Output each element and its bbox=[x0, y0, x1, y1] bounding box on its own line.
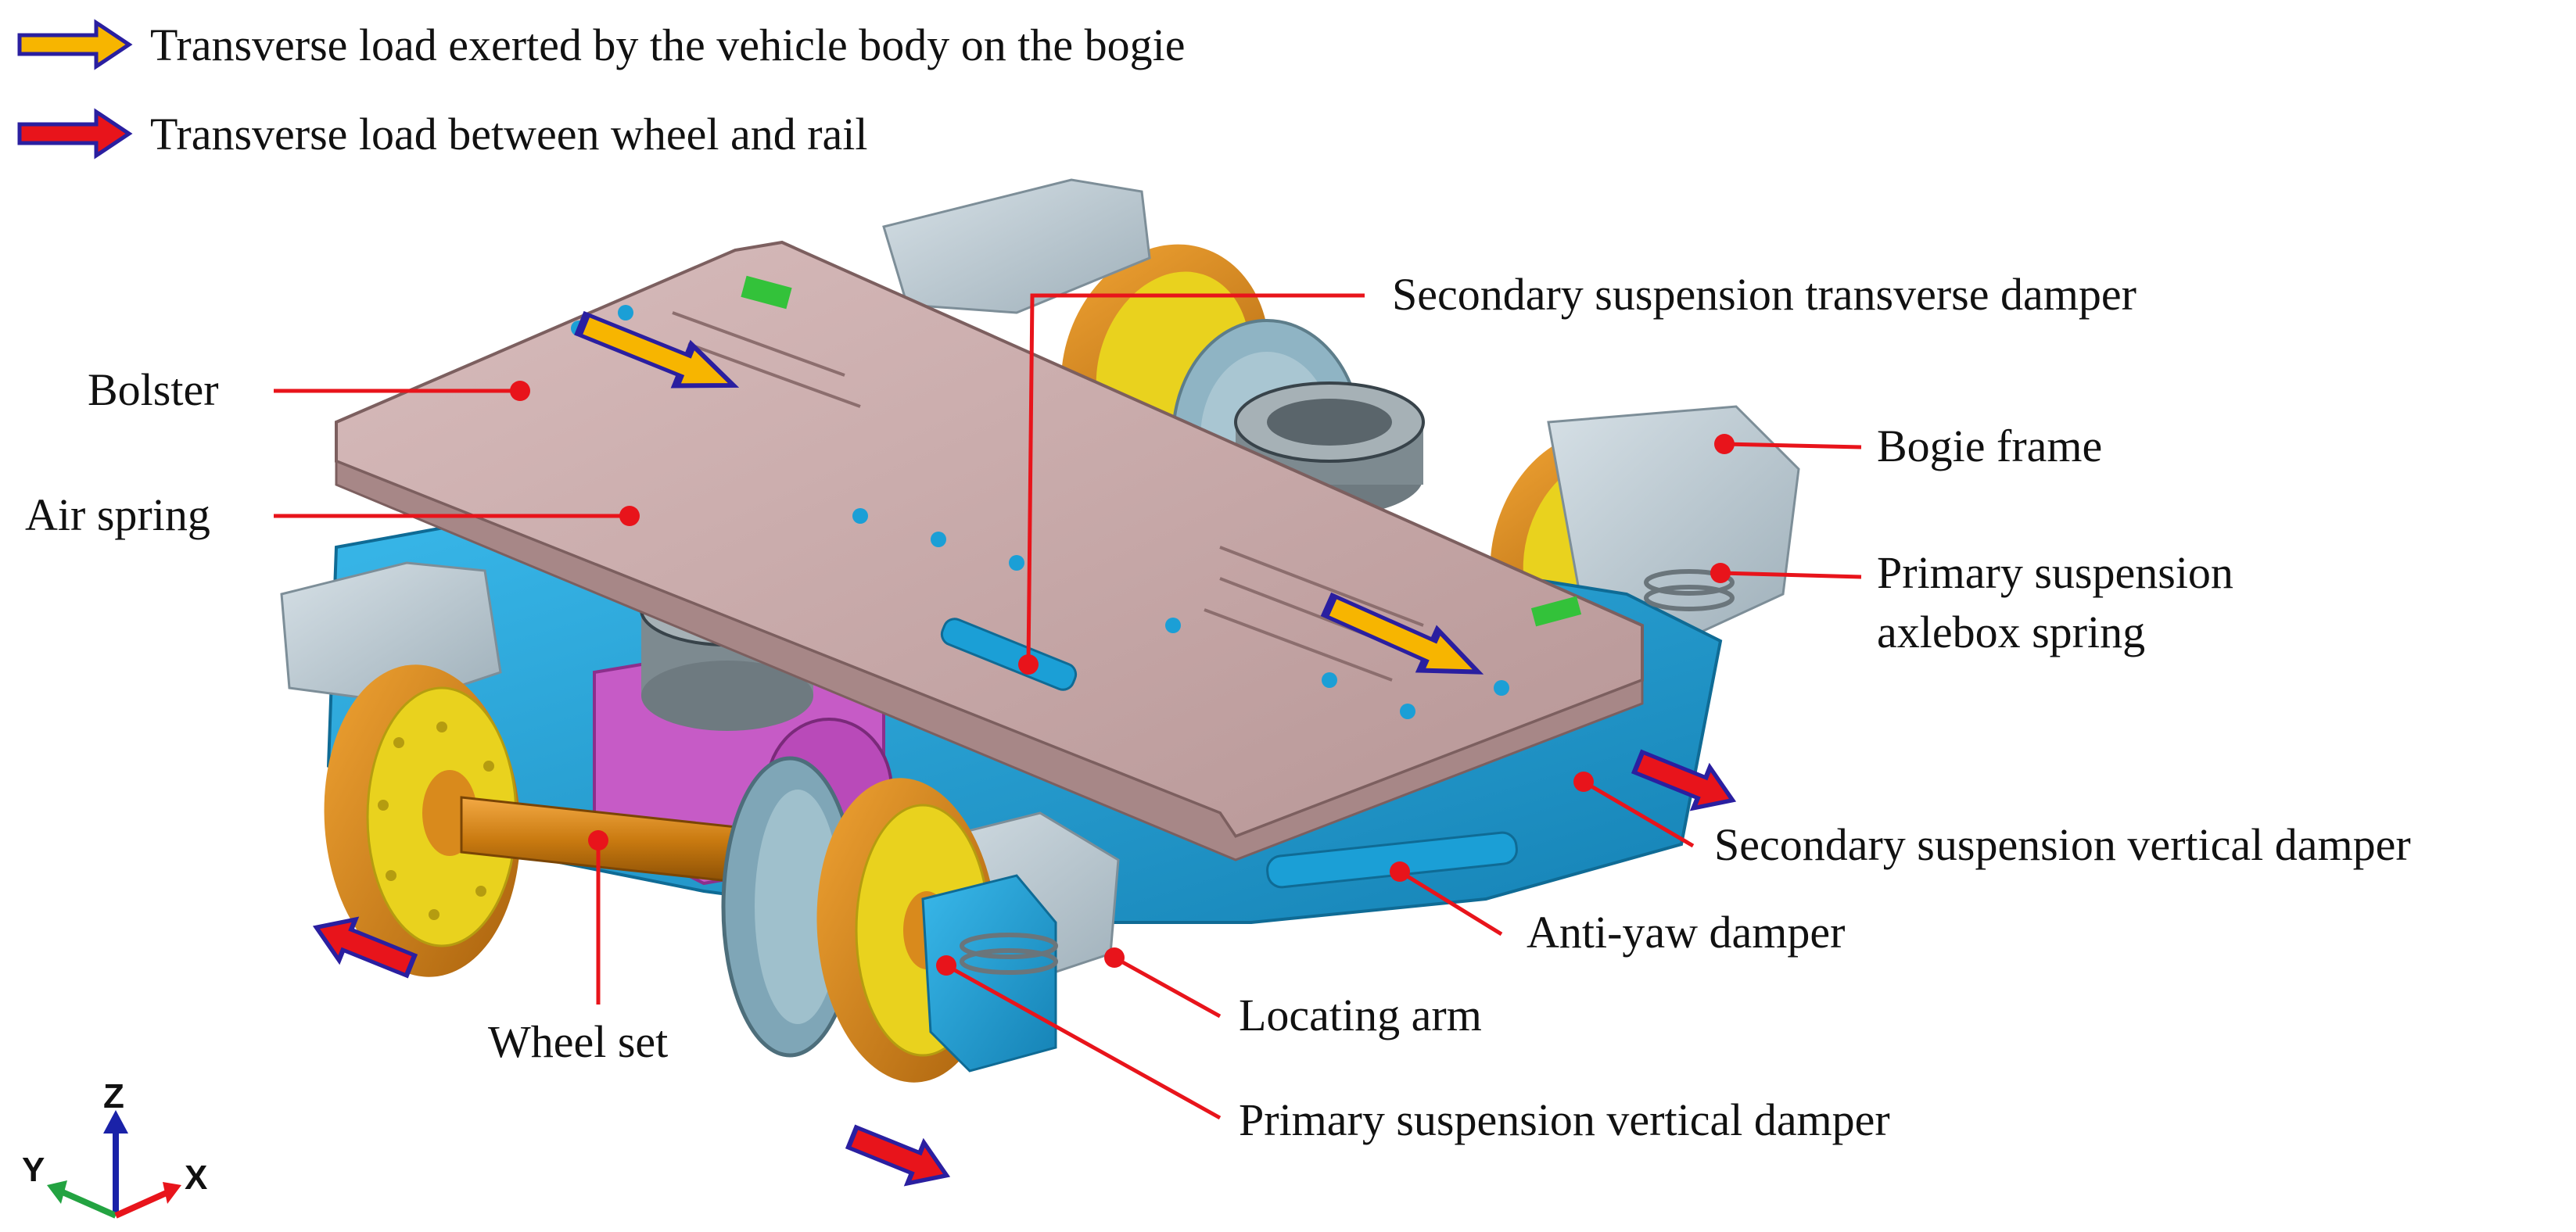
label-primary-vertical-damper: Primary suspension vertical damper bbox=[1239, 1094, 1890, 1145]
label-primary-axlebox-spring-line2: axlebox spring bbox=[1877, 607, 2146, 657]
label-air-spring: Air spring bbox=[25, 489, 210, 540]
axis-z-arrowhead bbox=[103, 1110, 128, 1134]
load-arrow-rail-3 bbox=[1631, 749, 1737, 811]
front-left-wheel bbox=[324, 664, 521, 977]
legend-item-body-load: Transverse load exerted by the vehicle b… bbox=[133, 17, 1185, 72]
axis-y-label: Y bbox=[22, 1151, 45, 1189]
leader-primary-vertical-damper bbox=[945, 963, 1222, 1120]
label-anti-yaw-damper: Anti-yaw damper bbox=[1527, 907, 1846, 958]
legend-arrow-rail bbox=[17, 108, 133, 159]
leader-anti-yaw-damper bbox=[1398, 869, 1503, 937]
label-bolster: Bolster bbox=[88, 364, 219, 415]
front-brake-disc bbox=[721, 756, 859, 1058]
leader-locating-arm bbox=[1113, 955, 1222, 1019]
axis-x-label: X bbox=[185, 1159, 208, 1197]
label-wheel-set: Wheel set bbox=[488, 1016, 669, 1067]
leader-primary-axlebox-spring bbox=[1720, 571, 1862, 579]
axis-y-arrowhead bbox=[47, 1180, 67, 1204]
load-arrow-rail-2 bbox=[845, 1124, 951, 1187]
label-secondary-vertical-damper: Secondary suspension vertical damper bbox=[1714, 819, 2411, 870]
load-arrow-body-2 bbox=[1320, 592, 1484, 675]
axis-y-line bbox=[61, 1189, 117, 1219]
leader-secondary-vertical-damper bbox=[1582, 779, 1695, 848]
axis-triad bbox=[47, 1110, 181, 1219]
axis-z-label: Z bbox=[103, 1077, 124, 1116]
legend-label-body-load: Transverse load exerted by the vehicle b… bbox=[150, 19, 1186, 70]
axis-x-arrowhead bbox=[163, 1182, 181, 1204]
leader-dots bbox=[510, 381, 1735, 976]
legend-item-rail-load: Transverse load between wheel and rail bbox=[133, 106, 868, 161]
front-primary-spring bbox=[960, 933, 1058, 975]
label-locating-arm: Locating arm bbox=[1239, 990, 1482, 1040]
label-bogie-frame: Bogie frame bbox=[1877, 421, 2103, 471]
leader-secondary-transverse-damper bbox=[1026, 293, 1365, 665]
leader-bogie-frame bbox=[1724, 442, 1862, 449]
right-primary-spring bbox=[1644, 569, 1735, 611]
load-arrow-body-1 bbox=[574, 310, 740, 389]
transverse-damper-rod bbox=[940, 618, 1078, 691]
legend-label-rail-load: Transverse load between wheel and rail bbox=[150, 108, 868, 159]
label-primary-axlebox-spring-line1: Primary suspension bbox=[1877, 547, 2233, 598]
leader-lines bbox=[274, 293, 1862, 1120]
load-arrow-rail-1 bbox=[312, 916, 418, 979]
rear-air-spring bbox=[1234, 381, 1425, 516]
legend-arrow-body bbox=[17, 19, 133, 70]
label-secondary-transverse-damper: Secondary suspension transverse damper bbox=[1392, 269, 2137, 320]
axis-x-line bbox=[114, 1189, 170, 1219]
left-frame-end bbox=[280, 561, 502, 705]
